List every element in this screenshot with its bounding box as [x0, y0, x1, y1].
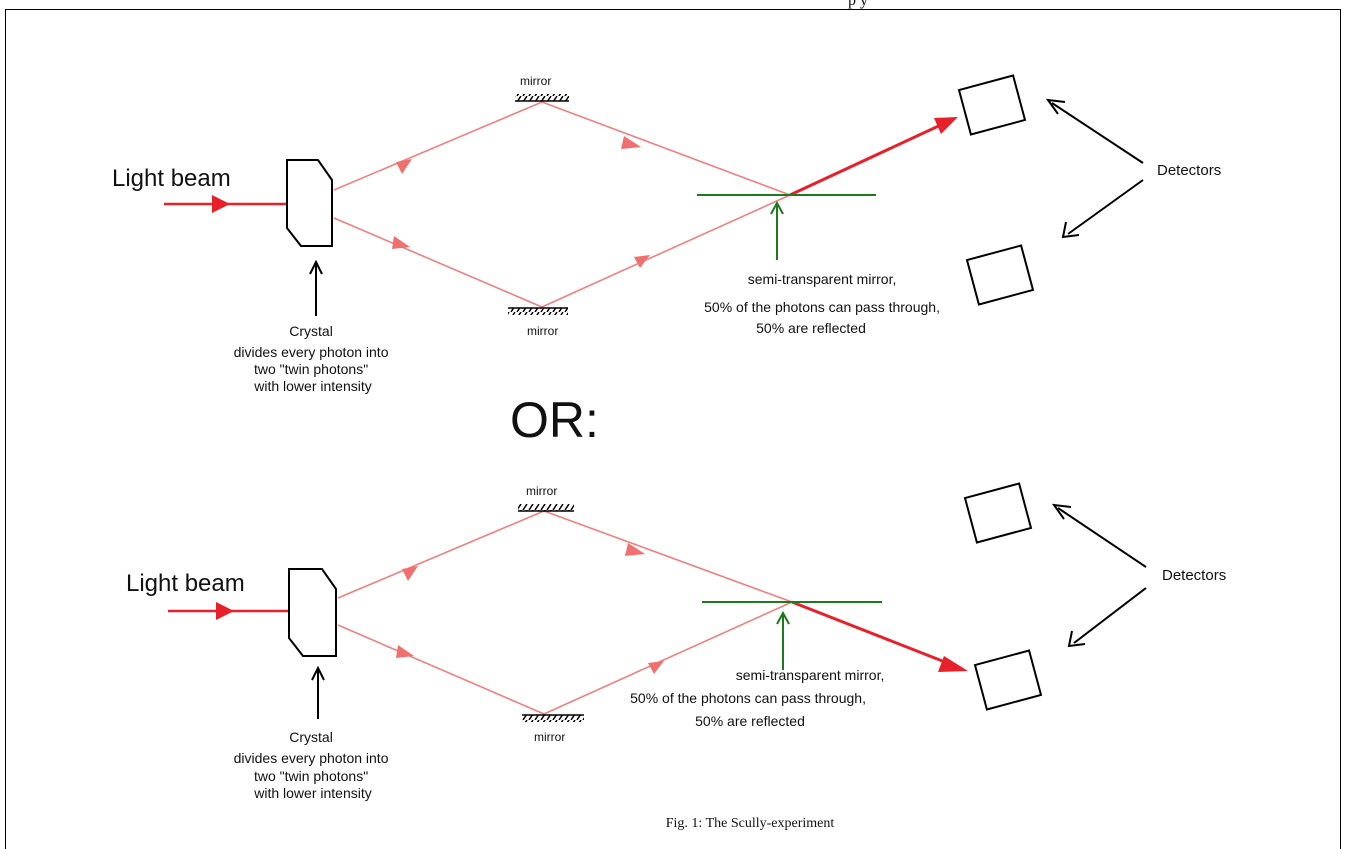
semi-mirror-text: semi-transparent mirror, 50% of the phot…: [630, 667, 888, 729]
split-beams: [333, 101, 791, 308]
mirror-top-label: mirror: [520, 74, 551, 88]
beam-arrowhead: [625, 543, 645, 556]
mirror-bottom-label: mirror: [534, 730, 565, 744]
detector-pointer-lower: [1073, 587, 1147, 644]
crystal: [286, 159, 333, 247]
detector-pointer-upper: [1051, 102, 1144, 164]
split-beams: [337, 510, 793, 715]
output-beam: [791, 600, 951, 666]
beam-arrowhead: [648, 661, 664, 674]
output-beam-arrowhead: [938, 656, 968, 672]
crystal: [288, 568, 337, 657]
mirror-bottom-label: mirror: [527, 324, 558, 338]
output-beam: [789, 121, 946, 197]
mirror-bottom: [522, 715, 584, 722]
detector-pointer-lower: [1067, 179, 1144, 235]
detector-upper: [957, 74, 1027, 136]
input-beam-arrowhead: [212, 195, 230, 213]
beam-arrowhead: [392, 236, 410, 249]
mirror-bottom: [508, 308, 568, 315]
panel-2: Light beam mirror mirror semi-transparen…: [126, 482, 1226, 801]
detector-pointer-upper: [1057, 507, 1147, 568]
light-beam-label: Light beam: [126, 570, 245, 597]
beam-arrowhead: [396, 159, 412, 174]
beam-arrowhead: [634, 255, 650, 268]
beam-arrowhead: [621, 136, 641, 149]
beam-arrowhead: [396, 645, 414, 658]
beam-arrowhead: [402, 566, 418, 581]
detectors-label: Detectors: [1162, 567, 1226, 584]
mirror-top: [518, 504, 574, 511]
detector-lower: [973, 649, 1043, 711]
input-beam-arrowhead: [216, 602, 234, 620]
panel-1: Light beam mirror mirror semi-tra: [112, 74, 1221, 394]
output-beam-arrowhead: [934, 117, 958, 134]
mirror-top: [515, 94, 569, 101]
detector-upper: [963, 482, 1033, 544]
crystal-text: Crystal divides every photon into two "t…: [234, 729, 393, 801]
semi-mirror-text: semi-transparent mirror, 50% of the phot…: [704, 271, 944, 336]
detector-lower: [965, 244, 1035, 306]
figure-caption: Fig. 1: The Scully-experiment: [666, 816, 835, 831]
figure-frame: [5, 9, 1341, 849]
or-label: OR:: [510, 392, 599, 448]
detectors-label: Detectors: [1157, 162, 1221, 179]
crystal-text: Crystal divides every photon into two "t…: [234, 323, 393, 394]
header-fragment: p y: [848, 0, 868, 9]
light-beam-label: Light beam: [112, 165, 231, 192]
mirror-top-label: mirror: [526, 484, 557, 498]
